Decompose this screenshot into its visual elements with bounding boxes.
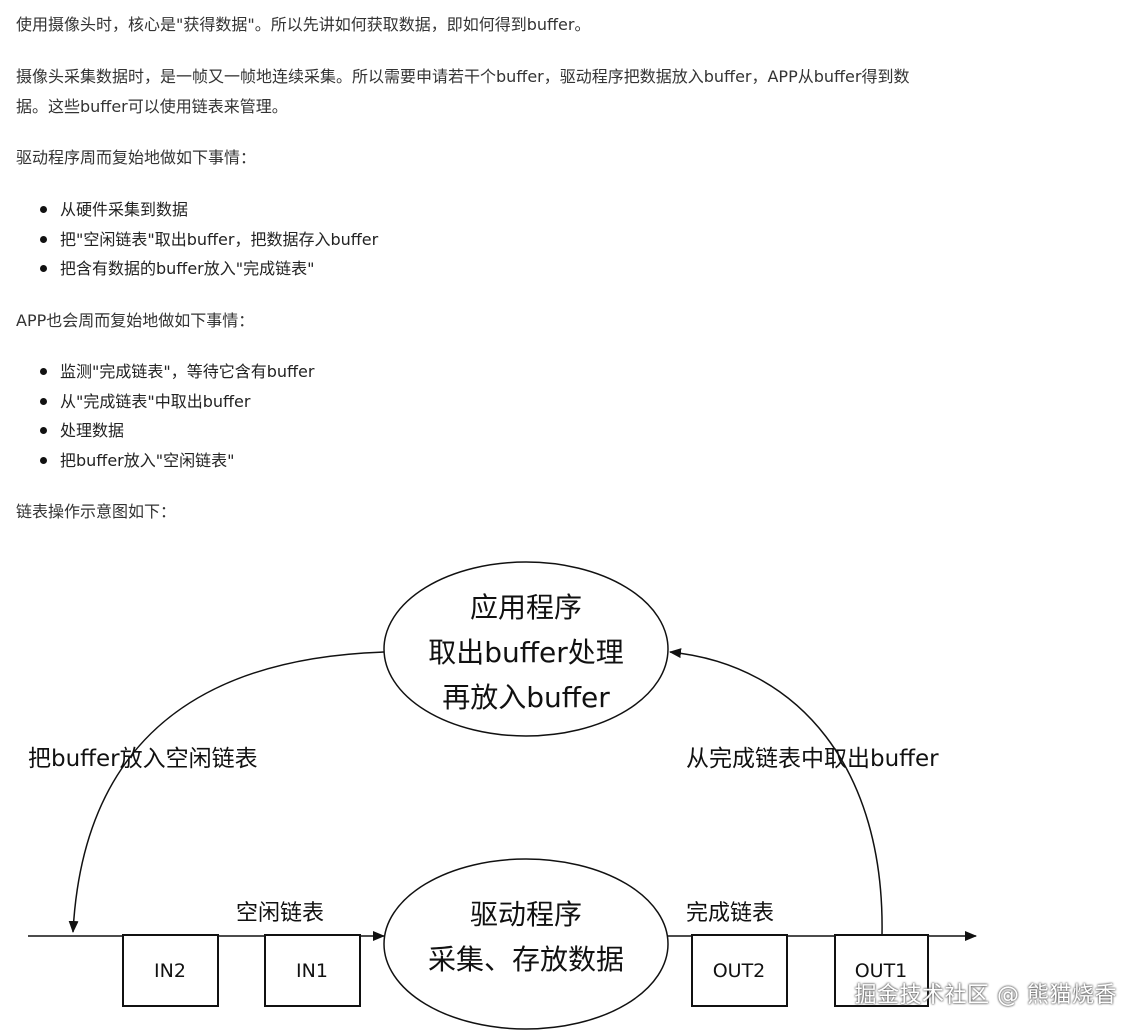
app-ellipse <box>383 561 669 737</box>
watermark: 掘金技术社区 @ 熊猫烧香 <box>854 983 1117 1008</box>
right-arc-label: 从完成链表中取出buffer <box>686 746 939 772</box>
list-item: 把含有数据的buffer放入"完成链表" <box>40 254 378 284</box>
list-item: 把buffer放入"空闲链表" <box>40 446 314 476</box>
buffer-box-out1 <box>834 934 929 1007</box>
diagram-caption: 链表操作示意图如下： <box>16 502 177 521</box>
driver-ellipse <box>383 858 669 1030</box>
intro-paragraph: 使用摄像头时，核心是"获得数据"。所以先讲如何获取数据，即如何得到buffer。 <box>16 15 591 34</box>
app-ellipse-line: 再放入buffer <box>442 681 610 714</box>
driver-ellipse-line: 采集、存放数据 <box>428 943 624 976</box>
free-list-label: 空闲链表 <box>236 901 324 926</box>
buffer-label: IN1 <box>296 960 328 982</box>
left-arc-arrow <box>68 651 385 933</box>
buffer-label: IN2 <box>154 960 186 982</box>
driver-ellipse-line: 驱动程序 <box>470 898 582 931</box>
app-ellipse-line: 取出buffer处理 <box>428 636 624 669</box>
app-step-list: 监测"完成链表"，等待它含有buffer 从"完成链表"中取出buffer 处理… <box>40 357 314 475</box>
list-item: 从"完成链表"中取出buffer <box>40 387 314 417</box>
list-item: 把"空闲链表"取出buffer，把数据存入buffer <box>40 225 378 255</box>
driver-intro: 驱动程序周而复始地做如下事情： <box>16 148 257 167</box>
list-item: 处理数据 <box>40 416 314 446</box>
buffer-box-out2 <box>691 934 788 1007</box>
left-arc-label: 把buffer放入空闲链表 <box>28 746 258 772</box>
list-item: 监测"完成链表"，等待它含有buffer <box>40 357 314 387</box>
buffer-label: OUT1 <box>855 960 908 982</box>
diagram-svg: 应用程序 取出buffer处理 再放入buffer 驱动程序 采集、存放数据 把… <box>28 561 977 1030</box>
app-intro: APP也会周而复始地做如下事情： <box>16 311 255 330</box>
right-arc-arrow <box>669 648 883 936</box>
linked-list-diagram: 应用程序 取出buffer处理 再放入buffer 驱动程序 采集、存放数据 把… <box>0 560 1145 1035</box>
driver-step-list: 从硬件采集到数据 把"空闲链表"取出buffer，把数据存入buffer 把含有… <box>40 195 378 284</box>
capture-paragraph: 摄像头采集数据时，是一帧又一帧地连续采集。所以需要申请若干个buffer，驱动程… <box>16 67 910 116</box>
buffer-box-in1 <box>264 934 361 1007</box>
buffer-box-in2 <box>122 934 219 1007</box>
list-item: 从硬件采集到数据 <box>40 195 378 225</box>
buffer-label: OUT2 <box>713 960 766 982</box>
app-ellipse-line: 应用程序 <box>470 591 582 624</box>
done-list-label: 完成链表 <box>686 901 774 926</box>
